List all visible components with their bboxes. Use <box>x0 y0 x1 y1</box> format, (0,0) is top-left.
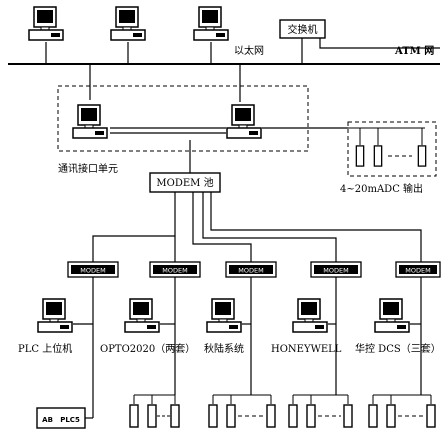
top-workstation-3-icon <box>193 6 229 41</box>
analog-output-label: 4~20mADC 输出 <box>340 182 423 195</box>
io-hollysys-2-icon <box>386 404 396 428</box>
modem-pool-label: MODEM 池 <box>156 176 213 189</box>
analog-output-1-icon <box>355 145 365 167</box>
honeywell-pc-icon <box>292 298 328 333</box>
ab-plc5-box <box>36 407 86 429</box>
io-group-hollysys <box>368 394 436 428</box>
io-honeywell-2-icon <box>306 404 316 428</box>
modem-box-5: MODEM <box>395 261 441 278</box>
modem-box-3: MODEM <box>225 261 277 278</box>
analog-output-3-icon <box>417 145 427 167</box>
opto-pc-icon <box>124 298 160 333</box>
io-yokogawa-2-icon <box>226 404 236 428</box>
analog-output-2-icon <box>373 145 383 167</box>
comm-unit-label: 通讯接口单元 <box>58 162 118 175</box>
io-group-opto <box>129 394 180 428</box>
io-hollysys-1-icon <box>368 404 378 428</box>
io-opto-1-icon <box>129 404 139 428</box>
io-honeywell-1-icon <box>288 404 298 428</box>
modem-pool-box <box>149 172 221 193</box>
io-group-honeywell <box>288 394 353 428</box>
ab-plc5-label: AB PLC5 <box>42 416 80 424</box>
modem-label-5: MODEM <box>405 267 430 275</box>
modem-box-1: MODEM <box>67 261 119 278</box>
analog-output-boundary <box>347 121 437 177</box>
plc-host-label: PLC 上位机 <box>18 342 72 355</box>
comm-unit-boundary <box>57 85 309 152</box>
io-yokogawa-3-icon <box>266 404 276 428</box>
modem-box-2: MODEM <box>149 261 201 278</box>
opto-label: OPTO2020（两套） <box>100 342 195 355</box>
io-honeywell-3-icon <box>343 404 353 428</box>
io-group-yokogawa <box>208 394 276 428</box>
modem-label-1: MODEM <box>80 267 105 275</box>
comm-unit-pc-1-icon <box>72 104 108 139</box>
switch-label: 交换机 <box>288 23 318 36</box>
yokogawa-label: 秋陆系统 <box>204 342 244 355</box>
honeywell-label: HONEYWELL <box>271 344 342 355</box>
modem-label-3: MODEM <box>238 267 263 275</box>
hollysys-label: 华控 DCS（三套） <box>355 342 441 355</box>
modem-box-4: MODEM <box>310 261 362 278</box>
modem-label-2: MODEM <box>162 267 187 275</box>
plc-host-pc-icon <box>37 298 73 333</box>
atm-label: ATM 网 <box>394 45 434 57</box>
io-opto-3-icon <box>170 404 180 428</box>
top-workstation-2-icon <box>110 6 146 41</box>
modem-label-4: MODEM <box>323 267 348 275</box>
comm-unit-pc-2-icon <box>226 104 262 139</box>
yokogawa-pc-icon <box>206 298 242 333</box>
io-opto-2-icon <box>147 404 157 428</box>
top-workstation-1-icon <box>28 6 64 41</box>
hollysys-pc-icon <box>374 298 410 333</box>
io-hollysys-3-icon <box>426 404 436 428</box>
io-yokogawa-1-icon <box>208 404 218 428</box>
ethernet-label: 以太网 <box>234 44 264 57</box>
